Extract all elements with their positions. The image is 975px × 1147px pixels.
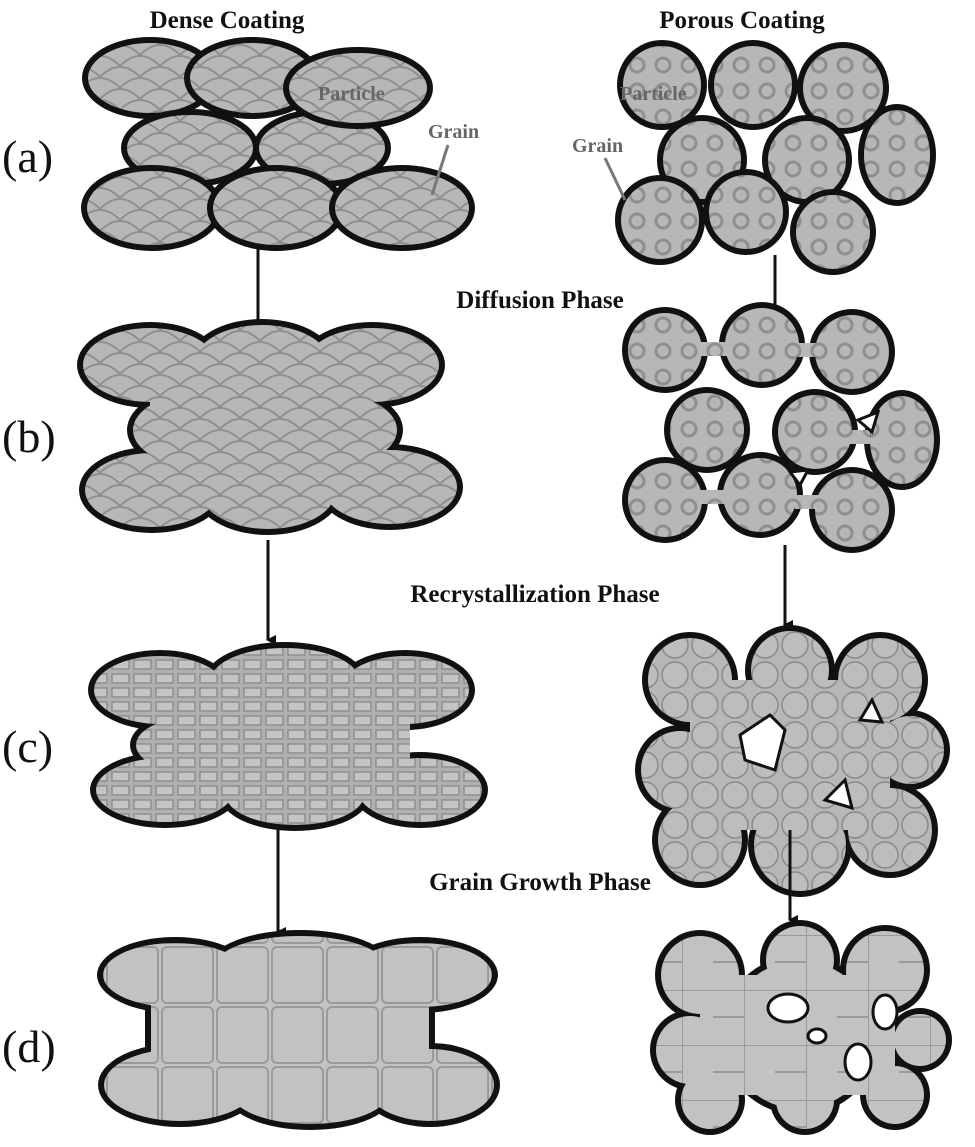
porous-particles-b: [622, 302, 940, 553]
porous-body-d: [650, 920, 952, 1135]
dense-particles-b: [77, 319, 463, 535]
pore: [857, 696, 885, 724]
pore: [738, 713, 787, 772]
pointer-porous-grain: [603, 157, 627, 201]
pore: [855, 409, 881, 435]
dense-particles-a: [81, 37, 475, 251]
pore: [787, 468, 811, 488]
panel-label-c: (c): [2, 721, 53, 772]
phase-recrystallization: Recrystallization Phase: [410, 581, 659, 608]
panel-label-d: (d): [2, 1021, 56, 1072]
label-porous-grain: Grain: [572, 135, 623, 157]
panel-label-a: (a): [2, 131, 53, 182]
label-dense-grain: Grain: [428, 121, 479, 143]
dense-body-c: [88, 642, 488, 831]
phase-grain-growth: Grain Growth Phase: [429, 869, 651, 896]
label-porous-particle: Particle: [620, 83, 687, 105]
dense-body-d: [97, 930, 500, 1130]
header-dense-coating: Dense Coating: [150, 7, 305, 34]
phase-diffusion: Diffusion Phase: [456, 287, 623, 314]
header-porous-coating: Porous Coating: [659, 7, 825, 34]
pointer-dense-grain: [430, 144, 450, 196]
panel-label-b: (b): [2, 411, 56, 462]
porous-particles-a: [615, 40, 936, 275]
pore: [766, 992, 810, 1024]
pore: [843, 1042, 873, 1082]
pore: [871, 993, 899, 1031]
porous-body-c: [635, 625, 950, 897]
label-dense-particle: Particle: [318, 83, 385, 105]
pore: [806, 1027, 828, 1045]
pore: [822, 777, 855, 811]
